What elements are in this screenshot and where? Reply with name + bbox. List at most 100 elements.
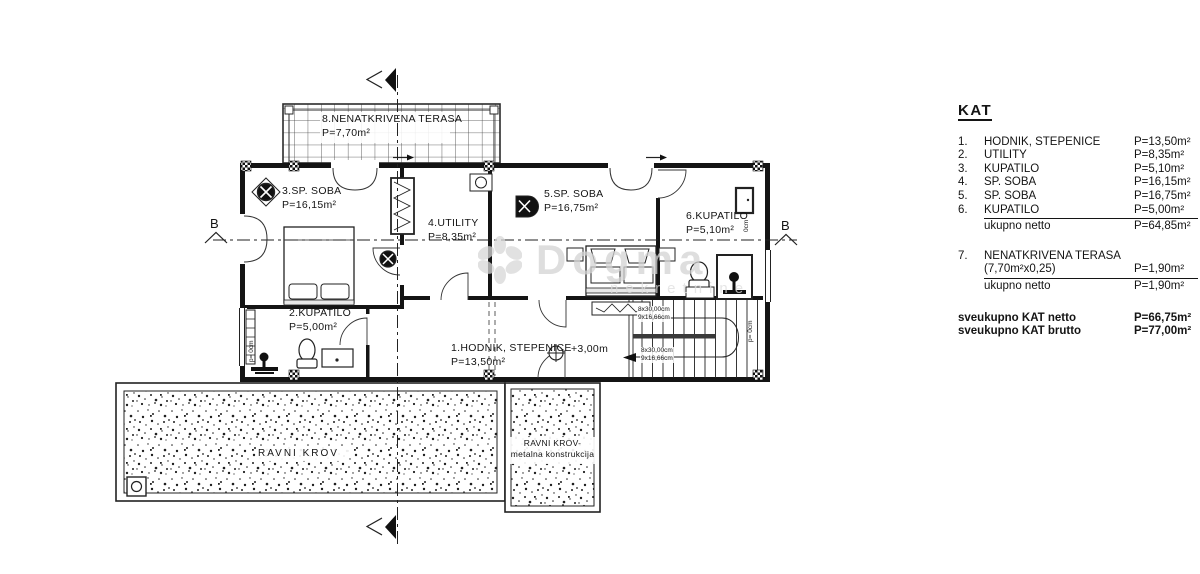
row-num: 3. (958, 162, 968, 175)
subtotal-value: P=1,90m² (1134, 279, 1185, 292)
windows (237, 250, 773, 366)
legend-row-6: 6. KUPATILO P=5,00m² (958, 204, 1198, 218)
section-marker-bottom-icon (365, 515, 396, 539)
row-value: P=16,15m² (1134, 176, 1191, 189)
room3-label: 3.SP. SOBA P=16,15m² (282, 184, 341, 212)
shower-icon-bath6 (716, 254, 753, 300)
legend-divider (984, 218, 1198, 220)
row-label: KUPATILO (984, 203, 1040, 216)
room3-name: 3.SP. SOBA (282, 185, 342, 197)
room2-area: P=5,00m² (289, 321, 338, 333)
room4-name: 4.UTILITY (428, 217, 479, 229)
sink-icon-bath2 (321, 348, 354, 368)
terrace-area: P=7,70m² (322, 127, 371, 139)
subtotal-value: P=64,85m² (1134, 220, 1191, 233)
room6-label: 6.KUPATILO P=5,10m² (686, 209, 748, 237)
bed-icon-room5 (566, 245, 676, 297)
legend: KAT 1. HODNIK, STEPENICE P=13,50m² 2. UT… (958, 102, 1198, 339)
row-label: SP. SOBA (984, 176, 1037, 189)
legend-row-5: 5. SP. SOBA P=16,75m² (958, 190, 1198, 204)
terrace-value: P=1,90m² (1134, 263, 1185, 276)
terrace-label: 8.NENATKRIVENA TERASA P=7,70m² (322, 112, 462, 140)
legend-total-gross: sveukupno KAT brutto P=77,00m² (958, 325, 1198, 339)
room4-label: 4.UTILITY P=8,35m² (428, 216, 479, 244)
legend-row-7-factor: (7,70m²x0,25) P=1,90m² (958, 263, 1198, 277)
toilet-icon-bath6 (688, 261, 710, 290)
flat-roof-left (115, 382, 506, 502)
subtotal-label: ukupno netto (984, 220, 1051, 233)
total-label: sveukupno KAT netto (958, 311, 1076, 324)
room4-area: P=8,35m² (428, 231, 477, 243)
wall-columns (240, 160, 764, 381)
row-num: 5. (958, 189, 968, 202)
pedestal-sink-icon (251, 352, 278, 374)
fixtures (245, 177, 755, 374)
room6-area: P=5,10m² (686, 224, 735, 236)
room2-name: 2.KUPATILO (289, 307, 352, 319)
radiator-icon (245, 309, 256, 365)
legend-title: KAT (958, 102, 993, 121)
parapet-label-right-top: 0cm (743, 220, 750, 232)
legend-subtotal-net: ukupno netto P=64,85m² (958, 220, 1198, 234)
section-marker-top-icon (365, 68, 396, 92)
section-b-right-label: B (781, 218, 790, 233)
row-value: P=16,75m² (1134, 189, 1191, 202)
roof-right-label: RAVNI KROV- metalna konstrukcija (505, 438, 600, 460)
room1-label: 1.HODNIK, STEPENICE P=13,50m² (451, 341, 572, 369)
section-b-left-label: B (210, 216, 219, 231)
legend-row-4: 4. SP. SOBA P=16,15m² (958, 176, 1198, 190)
room1-name: 1.HODNIK, STEPENICE (451, 342, 572, 354)
row-num: 7. (958, 249, 968, 262)
legend-divider (984, 277, 1198, 279)
row-label: UTILITY (984, 149, 1027, 162)
row-num: 6. (958, 203, 968, 216)
row-num: 4. (958, 176, 968, 189)
total-value: P=77,00m² (1134, 325, 1192, 338)
shelf-icon-bath6 (685, 286, 715, 299)
legend-terrace-subtotal: ukupno netto P=1,90m² (958, 280, 1198, 294)
row-label: NENATKRIVENA TERASA (984, 249, 1121, 262)
terrace-factor: (7,70m²x0,25) (984, 263, 1056, 276)
ceiling-lamp-icons (251, 177, 539, 268)
parapet-label-left: p= 0cm (248, 341, 255, 363)
flat-roof-right (504, 382, 601, 513)
row-label: HODNIK, STEPENICE (984, 135, 1101, 148)
stair-dims-lower: 8x30,00cm 9x16,66cm (640, 347, 674, 363)
legend-row-3: 3. KUPATILO P=5,10m² (958, 163, 1198, 177)
cabinet-icon-bath6 (734, 186, 755, 215)
row-num: 2. (958, 149, 968, 162)
legend-row-1: 1. HODNIK, STEPENICE P=13,50m² (958, 136, 1198, 150)
row-value: P=5,00m² (1134, 203, 1185, 216)
row-label: KUPATILO (984, 162, 1040, 175)
subtotal-label: ukupno netto (984, 279, 1051, 292)
parapet-label-right-bottom: p= 0cm (747, 321, 754, 343)
room5-label: 5.SP. SOBA P=16,75m² (544, 187, 603, 215)
total-value: P=66,75m² (1134, 311, 1192, 324)
section-b-right-icon (774, 233, 798, 246)
stair-dims-upper: 8x30,00cm 9x16,66cm (637, 306, 671, 322)
attic-ladder-icon (390, 177, 415, 235)
level-marker-icon (547, 344, 565, 362)
water-heater-icon (469, 173, 493, 192)
legend-total-net: sveukupno KAT netto P=66,75m² (958, 312, 1198, 326)
roof-left-label: RAVNI KROV (258, 448, 339, 459)
stair-rise: 9x16,66cm (641, 355, 673, 362)
total-label: sveukupno KAT brutto (958, 325, 1082, 338)
parapet-annotations: p= 0cm 0cm p= 0cm (248, 220, 754, 362)
section-b-left-icon (204, 231, 228, 244)
room2-label: 2.KUPATILO P=5,00m² (289, 306, 351, 334)
room1-area: P=13,50m² (451, 356, 506, 368)
stair-rise: 9x16,66cm (638, 314, 670, 321)
doors (237, 160, 687, 379)
row-value: P=13,50m² (1134, 135, 1191, 148)
room5-area: P=16,75m² (544, 202, 599, 214)
row-num: 1. (958, 135, 968, 148)
roof-right-line1: RAVNI KROV- (523, 438, 582, 448)
terrace-name: 8.NENATKRIVENA TERASA (322, 113, 463, 125)
row-value: P=8,35m² (1134, 149, 1185, 162)
room5-name: 5.SP. SOBA (544, 188, 604, 200)
room6-name: 6.KUPATILO (686, 210, 749, 222)
roof-right-line2: metalna konstrukcija (510, 449, 595, 459)
toilet-icon-bath2 (296, 338, 318, 369)
stair-run: 8x30,00cm (638, 306, 670, 313)
